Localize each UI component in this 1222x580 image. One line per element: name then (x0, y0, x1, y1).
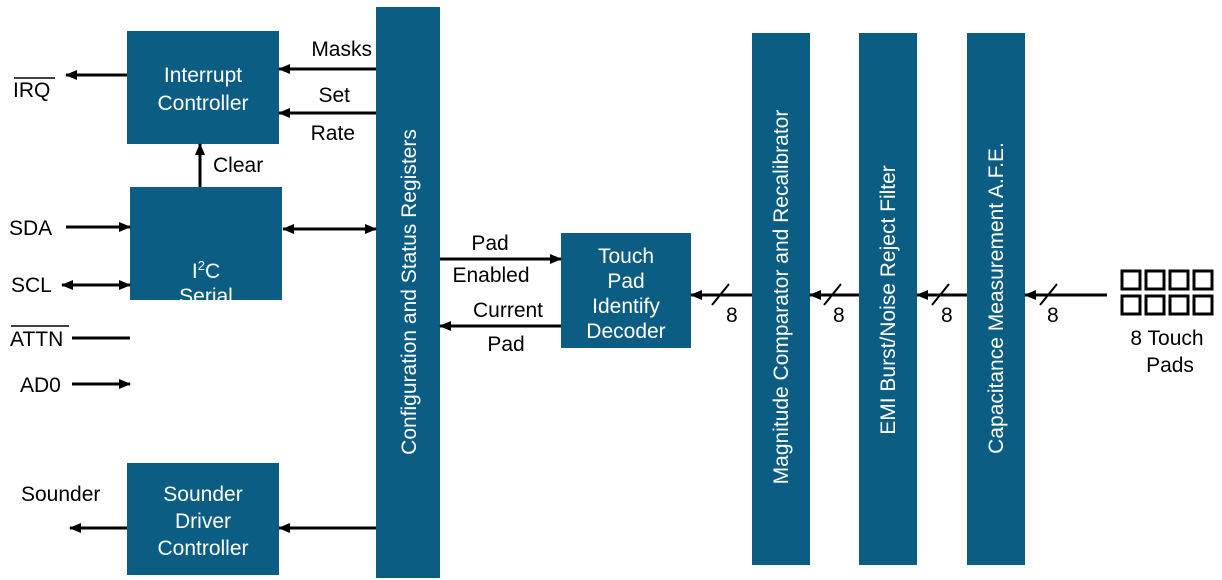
config-status-registers-block: Configuration and Status Registers (376, 7, 440, 578)
current-label: Current (473, 299, 543, 322)
magnitude-comparator-label: Magnitude Comparator and Recalibrator (770, 110, 793, 485)
interrupt-controller-label-2: Controller (157, 92, 248, 115)
i2c-label-interface: Interface (165, 312, 247, 335)
bus-slash (823, 283, 842, 306)
sounder-label-3: Controller (157, 537, 248, 560)
masks-label: Masks (311, 38, 372, 61)
magnitude-comparator-block: Magnitude Comparator and Recalibrator (752, 33, 810, 565)
i2c-title: I2C (192, 258, 220, 283)
bus-width-label: 8 (833, 304, 845, 327)
touch-pads-label-2: Pads (1146, 354, 1194, 377)
decoder-label-1: Touch (598, 245, 654, 268)
set-label: Set (318, 84, 350, 107)
enabled-label: Enabled (452, 264, 529, 287)
touch-pads-icon (1120, 269, 1214, 316)
sounder-label-2: Driver (175, 510, 231, 533)
ad0-label: AD0 (20, 374, 61, 397)
i2c-serial-interface-block: I2C Serial Interface (130, 187, 282, 335)
bus-slash (711, 283, 730, 306)
sounder-driver-controller-block: Sounder Driver Controller (127, 463, 279, 575)
emi-filter-block: EMI Burst/Noise Reject Filter (859, 33, 917, 565)
sda-label: SDA (9, 217, 52, 240)
bus-width-label: 8 (1047, 304, 1059, 327)
bus-slash (931, 283, 950, 306)
emi-filter-label: EMI Burst/Noise Reject Filter (877, 165, 900, 435)
capacitance-afe-block: Capacitance Measurement A.F.E. (967, 33, 1025, 565)
decoder-label-3: Identify (592, 295, 660, 318)
config-status-registers-label: Configuration and Status Registers (398, 129, 421, 455)
touch-pad-decoder-block: Touch Pad Identify Decoder (561, 233, 691, 348)
sounder-label-1: Sounder (163, 483, 242, 506)
decoder-label-2: Pad (607, 270, 644, 293)
bus-width-label: 8 (726, 304, 738, 327)
attn-label: ATTN (10, 328, 63, 351)
bus-width-label: 8 (941, 304, 953, 327)
interrupt-controller-label-1: Interrupt (164, 64, 242, 87)
scl-label: SCL (11, 274, 52, 297)
bus-slash (1039, 283, 1058, 306)
capacitance-afe-label: Capacitance Measurement A.F.E. (985, 142, 1008, 454)
clear-label: Clear (213, 154, 263, 177)
interrupt-controller-block: Interrupt Controller (127, 31, 279, 144)
decoder-label-4: Decoder (586, 320, 665, 343)
i2c-label-serial: Serial (179, 285, 233, 308)
pad-label: Pad (471, 232, 508, 255)
irq-label: IRQ (13, 79, 50, 102)
touch-pads-label-1: 8 Touch (1130, 327, 1203, 350)
sounder-signal-label: Sounder (21, 483, 100, 506)
rate-label: Rate (311, 122, 355, 145)
current-pad-label: Pad (487, 333, 524, 356)
